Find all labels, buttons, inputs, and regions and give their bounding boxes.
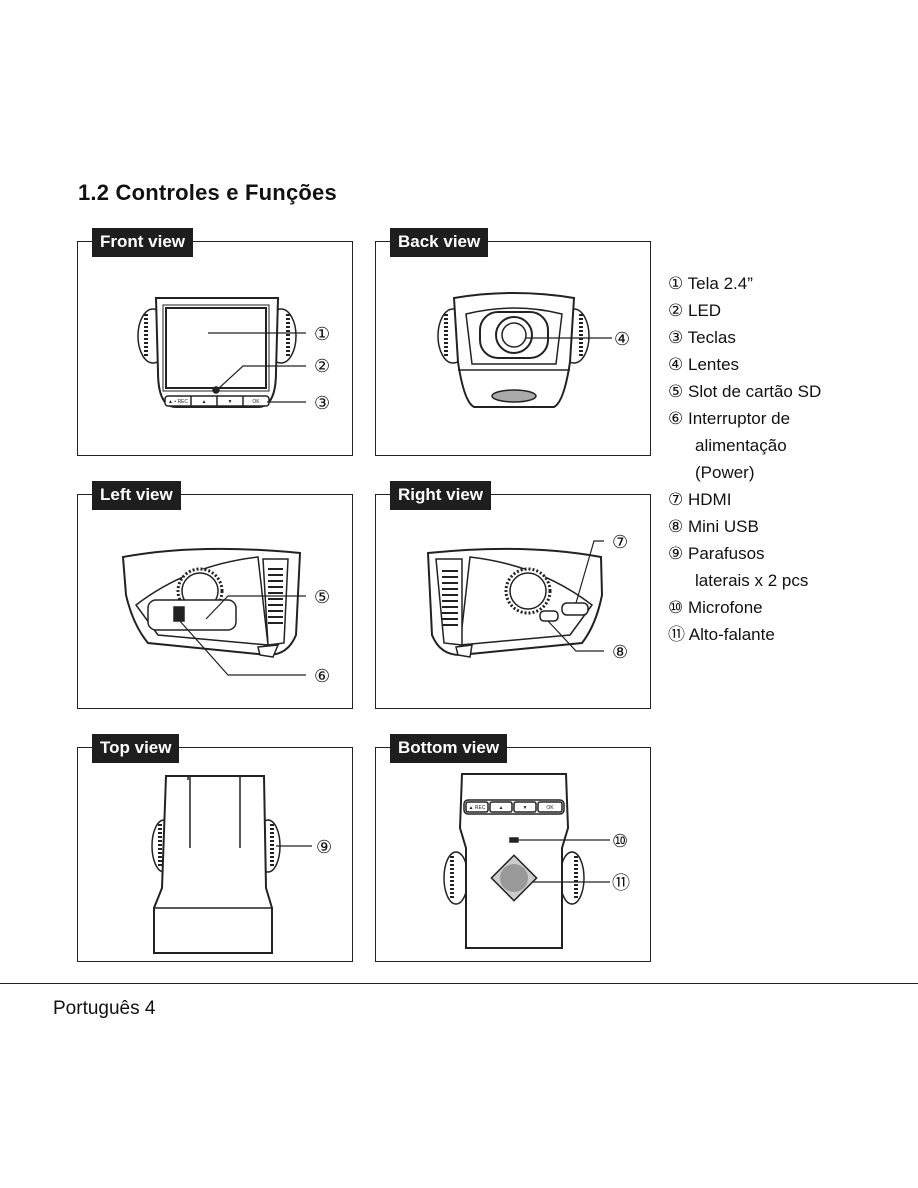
callout-line-7 <box>575 540 604 604</box>
bottom-view-label: Bottom view <box>390 734 508 763</box>
legend-item: ⑪ Alto-falante <box>668 625 775 644</box>
callout-10: ⑩ <box>612 831 628 852</box>
back-view-illustration: ④ <box>437 292 630 408</box>
led-indicator <box>212 386 220 394</box>
legend-item-continuation: (Power) <box>695 463 755 482</box>
callout-9: ⑨ <box>316 837 332 858</box>
front-button-down[interactable]: ▼ <box>228 399 233 405</box>
bottom-view-panel: Bottom view ▲ REC ▲ ▼ OK ⑩ ⑪ <box>375 734 651 962</box>
front-view-illustration: ▲ • REC ▲ ▼ OK ① ② ③ <box>137 297 330 414</box>
callout-4: ④ <box>614 329 630 350</box>
right-view-illustration: ⑦ ⑧ <box>426 532 628 663</box>
footer-divider <box>0 983 918 984</box>
callout-line-2 <box>217 365 306 390</box>
bottom-button-ok[interactable]: OK <box>546 805 554 811</box>
legend-item-continuation: alimentação <box>695 436 787 455</box>
bottom-button-rec[interactable]: ▲ REC <box>469 805 486 811</box>
mini-usb-port <box>539 610 559 622</box>
right-view-label: Right view <box>390 481 492 510</box>
callout-7: ⑦ <box>612 532 628 553</box>
left-view-panel: Left view ⑤ ⑥ <box>77 481 353 709</box>
power-switch <box>173 606 185 622</box>
left-view-label: Left view <box>92 481 181 510</box>
callout-11: ⑪ <box>612 873 630 894</box>
front-view-label: Front view <box>92 228 194 257</box>
front-button-ok[interactable]: OK <box>252 399 260 405</box>
callout-line-5 <box>205 595 306 620</box>
page-footer: Português 4 <box>53 998 156 1019</box>
back-view-label: Back view <box>390 228 489 257</box>
bottom-button-up[interactable]: ▲ <box>499 805 504 811</box>
callout-line-8 <box>547 620 604 652</box>
legend-item: ② LED <box>668 301 722 320</box>
front-button-up[interactable]: ▲ <box>202 399 207 405</box>
legend-item: ⑨ Parafusos <box>668 544 765 563</box>
legend-item: ③ Teclas <box>668 328 736 347</box>
left-view-illustration: ⑤ ⑥ <box>121 547 330 687</box>
microphone-hole <box>509 837 519 843</box>
callout-3: ③ <box>314 393 330 414</box>
bottom-view-illustration: ▲ REC ▲ ▼ OK ⑩ ⑪ <box>443 773 630 949</box>
callout-2: ② <box>314 356 330 377</box>
top-view-panel: Top view ⑨ <box>77 734 353 962</box>
hdmi-port <box>561 602 589 616</box>
screen <box>165 307 267 389</box>
camera-body-top <box>153 775 273 954</box>
callout-5: ⑤ <box>314 587 330 608</box>
legend-item: ⑥ Interruptor de <box>668 409 791 428</box>
page-title: 1.2 Controles e Funções <box>78 180 337 205</box>
legend-item: ⑧ Mini USB <box>668 517 759 536</box>
right-view-panel: Right view ⑦ ⑧ <box>375 481 651 709</box>
legend-item: ① Tela 2.4” <box>668 274 753 293</box>
sd-card-slot <box>147 599 237 631</box>
parts-legend: ① Tela 2.4” ② LED ③ Teclas ④ Lentes ⑤ Sl… <box>668 270 821 648</box>
legend-item: ④ Lentes <box>668 355 740 374</box>
front-button-rec[interactable]: ▲ • REC <box>168 399 188 405</box>
callout-line-6 <box>178 619 306 676</box>
callout-6: ⑥ <box>314 666 330 687</box>
legend-item-continuation: laterais x 2 pcs <box>695 571 809 590</box>
front-view-panel: Front view ▲ • REC ▲ ▼ OK <box>77 228 353 456</box>
top-view-illustration: ⑨ <box>151 775 332 954</box>
legend-item: ⑤ Slot de cartão SD <box>668 382 822 401</box>
callout-1: ① <box>314 324 330 345</box>
callout-8: ⑧ <box>612 642 628 663</box>
top-view-label: Top view <box>92 734 180 763</box>
bottom-button-down[interactable]: ▼ <box>523 805 528 811</box>
legend-item: ⑦ HDMI <box>668 490 732 509</box>
speaker-grille-back <box>491 389 537 403</box>
legend-item: ⑩ Microfone <box>668 598 763 617</box>
back-view-panel: Back view ④ <box>375 228 651 456</box>
